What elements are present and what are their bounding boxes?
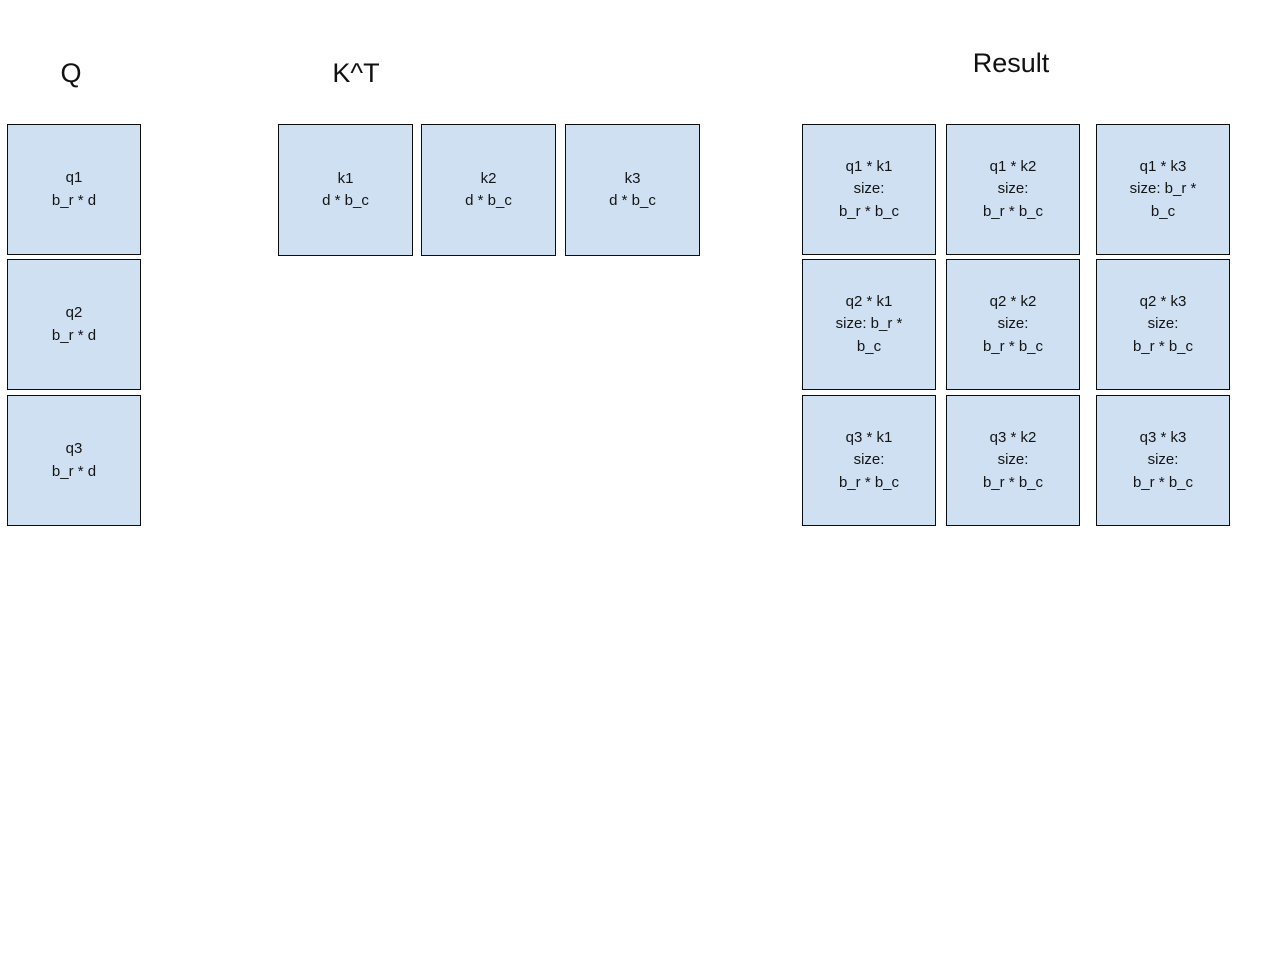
- result-block-product: q3 * k2: [989, 429, 1037, 447]
- result-matrix-title: Result: [972, 48, 1050, 78]
- result-block-product: q1 * k1: [845, 158, 893, 176]
- result-block-q1k3: q1 * k3 size: b_r * b_c: [1096, 124, 1230, 255]
- q-block-name: q2: [65, 304, 83, 322]
- result-block-size-line1: size:: [997, 315, 1029, 333]
- result-block-product: q1 * k3: [1139, 158, 1187, 176]
- result-block-size-line2: b_c: [856, 337, 882, 355]
- result-block-size-line2: b_r * b_c: [982, 337, 1044, 355]
- q-block-q3: q3 b_r * d: [7, 395, 141, 526]
- q-block-name: q3: [65, 440, 83, 458]
- result-block-q3k3: q3 * k3 size: b_r * b_c: [1096, 395, 1230, 526]
- kt-block-name: k1: [337, 169, 354, 187]
- result-block-q2k1: q2 * k1 size: b_r * b_c: [802, 259, 936, 390]
- kt-block-size: d * b_c: [609, 192, 656, 209]
- result-block-size-line1: size:: [997, 451, 1029, 469]
- result-block-size-line2: b_r * b_c: [838, 473, 900, 491]
- result-block-size-line2: b_r * b_c: [1132, 337, 1194, 355]
- q-block-name: q1: [65, 169, 83, 187]
- kt-block-size: d * b_c: [322, 192, 369, 209]
- result-block-size-line1: size:: [997, 180, 1029, 198]
- result-block-q2k2: q2 * k2 size: b_r * b_c: [946, 259, 1080, 390]
- result-block-q3k1: q3 * k1 size: b_r * b_c: [802, 395, 936, 526]
- q-block-size: b_r * d: [51, 326, 97, 344]
- result-block-size-line1: size:: [1147, 451, 1179, 469]
- q-block-size: b_r * d: [51, 191, 97, 209]
- result-block-q1k2: q1 * k2 size: b_r * b_c: [946, 124, 1080, 255]
- kt-block-k1: k1 d * b_c: [278, 124, 413, 256]
- result-block-product: q1 * k2: [989, 158, 1037, 176]
- result-block-q1k1: q1 * k1 size: b_r * b_c: [802, 124, 936, 255]
- q-block-q2: q2 b_r * d: [7, 259, 141, 390]
- kt-block-name: k2: [480, 169, 497, 187]
- result-block-size-line2: b_r * b_c: [838, 202, 900, 220]
- result-block-product: q3 * k3: [1139, 429, 1187, 447]
- result-block-size-line1: size:: [853, 451, 885, 469]
- kt-block-size: d * b_c: [465, 192, 512, 209]
- result-block-product: q2 * k1: [845, 293, 893, 311]
- result-block-size-line1: size:: [1147, 315, 1179, 333]
- result-block-size-line2: b_r * b_c: [982, 473, 1044, 491]
- result-block-product: q3 * k1: [845, 429, 893, 447]
- kt-matrix-title: K^T: [332, 58, 380, 88]
- result-block-q3k2: q3 * k2 size: b_r * b_c: [946, 395, 1080, 526]
- kt-block-k2: k2 d * b_c: [421, 124, 556, 256]
- q-block-size: b_r * d: [51, 462, 97, 480]
- result-block-size-line2: b_c: [1150, 202, 1176, 220]
- result-block-product: q2 * k2: [989, 293, 1037, 311]
- kt-block-k3: k3 d * b_c: [565, 124, 700, 256]
- q-matrix-title: Q: [60, 58, 82, 88]
- result-block-size-line2: b_r * b_c: [982, 202, 1044, 220]
- result-block-size-line1: size: b_r *: [1129, 180, 1197, 198]
- result-block-q2k3: q2 * k3 size: b_r * b_c: [1096, 259, 1230, 390]
- result-block-size-line1: size: b_r *: [835, 315, 903, 333]
- result-block-product: q2 * k3: [1139, 293, 1187, 311]
- result-block-size-line1: size:: [853, 180, 885, 198]
- kt-block-name: k3: [624, 169, 641, 187]
- q-block-q1: q1 b_r * d: [7, 124, 141, 255]
- result-block-size-line2: b_r * b_c: [1132, 473, 1194, 491]
